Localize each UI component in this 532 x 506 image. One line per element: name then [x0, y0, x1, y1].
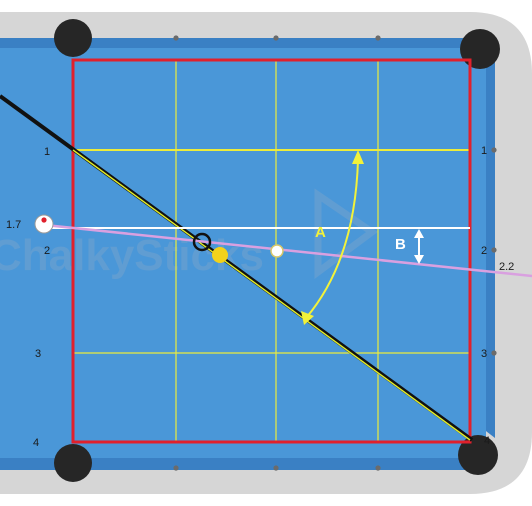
- angle-marker-b: B: [395, 236, 406, 253]
- ghost-ball: [192, 232, 212, 252]
- angle-b-arrow-bottom: [414, 255, 424, 264]
- playing-area-frame: [71, 58, 472, 444]
- diamond: [491, 147, 497, 153]
- cue-ball: [34, 214, 54, 234]
- angle-a-arc: [305, 159, 359, 319]
- pocket-bottom-right: [458, 435, 498, 475]
- angle-marker-a: A: [315, 224, 326, 241]
- value-label-right: 2.2: [499, 261, 514, 273]
- diamond: [491, 350, 497, 356]
- diamond: [173, 35, 179, 41]
- angle-a-arrow-top: [352, 150, 364, 164]
- diamond: [173, 465, 179, 471]
- rail-label-right-2: 2: [481, 245, 487, 257]
- cue-ball-contact-dot: [41, 217, 47, 223]
- diamond: [375, 465, 381, 471]
- contact-point-ball: [270, 244, 284, 258]
- rail-label-right-3: 3: [481, 348, 487, 360]
- rail-label-left-2: 2: [44, 245, 50, 257]
- cut-line: [72, 149, 471, 441]
- rail-label-left-1: 1: [44, 146, 50, 158]
- cushion-bottom: [0, 456, 472, 470]
- rail-label-right-1: 1: [481, 145, 487, 157]
- value-label-left: 1.7: [6, 219, 21, 231]
- pocket-top-right: [460, 29, 500, 69]
- diamond: [273, 35, 279, 41]
- rail-label-right-4: 4: [484, 435, 490, 447]
- pocket-top-left: [54, 19, 92, 57]
- diamond: [273, 465, 279, 471]
- object-ball: [212, 247, 228, 263]
- diamond: [375, 35, 381, 41]
- watermark-logo: [314, 188, 379, 279]
- angle-b-arrow-top: [414, 229, 424, 238]
- diamond: [491, 247, 497, 253]
- pocket-bottom-left: [54, 444, 92, 482]
- rail-label-left-4: 4: [33, 437, 39, 449]
- rail-label-left-3: 3: [35, 348, 41, 360]
- angle-a-arrow-bottom: [301, 311, 314, 325]
- cue-path-line: [44, 223, 532, 278]
